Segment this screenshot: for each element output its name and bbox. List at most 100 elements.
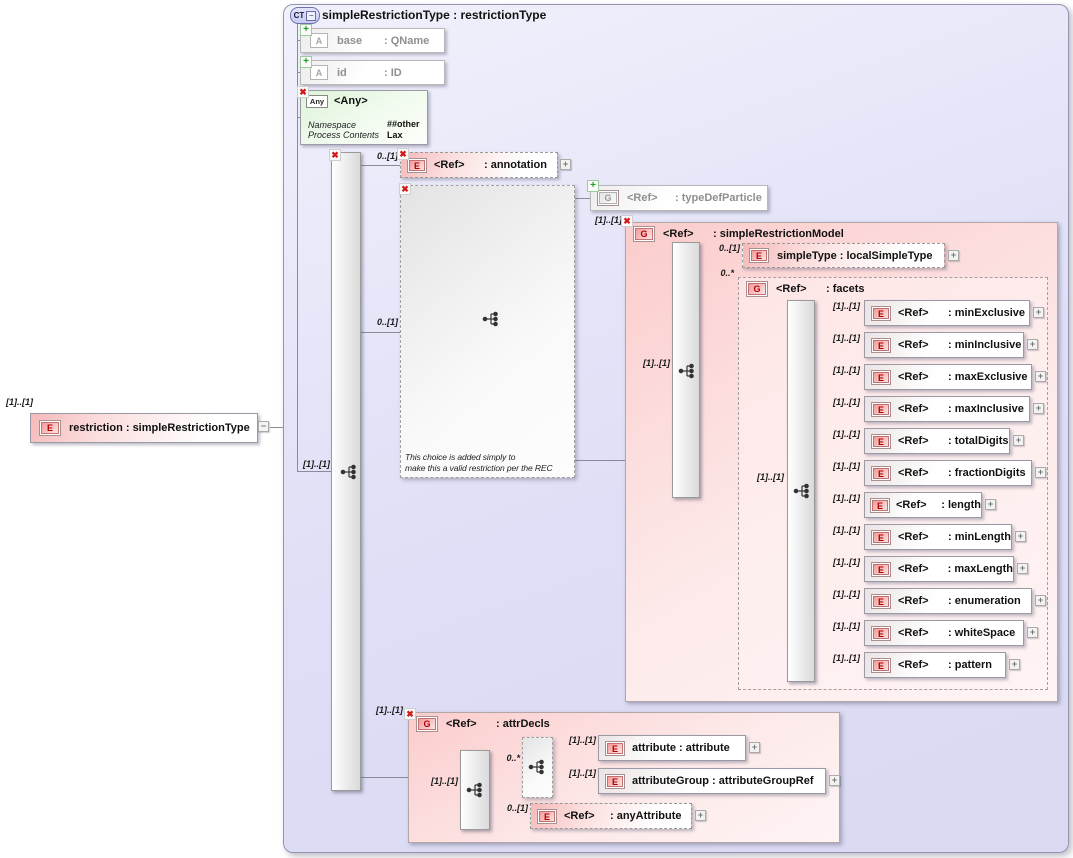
element-attribute[interactable]: E attribute : attribute (598, 735, 746, 761)
attribute-name: base (337, 35, 384, 47)
delete-icon[interactable]: ✖ (329, 149, 341, 161)
attrDecls-choice-cardinality: 0..* (490, 753, 520, 763)
ref-label: <Ref> (898, 307, 948, 319)
delete-icon[interactable]: ✖ (297, 86, 309, 98)
model-cardinality: [1]..[1] (560, 215, 622, 225)
element-maxExclusive[interactable]: E <Ref> : maxExclusive (864, 364, 1032, 390)
anyAttribute-cardinality: 0..[1] (488, 803, 528, 813)
group-typeDefParticle[interactable]: G <Ref> : typeDefParticle (590, 185, 768, 211)
element-minLength[interactable]: E <Ref> : minLength (864, 524, 1012, 550)
expand-icon[interactable]: + (1017, 563, 1028, 574)
facet-type: : minExclusive (948, 307, 1025, 319)
element-icon: E (537, 809, 557, 824)
ref-label: <Ref> (896, 499, 941, 511)
element-anyAttribute[interactable]: E <Ref> : anyAttribute (530, 803, 692, 829)
element-minExclusive[interactable]: E <Ref> : minExclusive (864, 300, 1030, 326)
facet-cardinality: [1]..[1] (814, 365, 860, 375)
element-minInclusive[interactable]: E <Ref> : minInclusive (864, 332, 1024, 358)
ref-label: <Ref> (446, 718, 496, 730)
expand-icon[interactable]: + (1013, 435, 1024, 446)
any-icon: Any (306, 95, 328, 108)
element-icon: E (871, 434, 891, 449)
element-icon: E (749, 248, 769, 263)
element-icon: E (871, 338, 891, 353)
group-icon: G (633, 226, 655, 242)
attribute-cardinality: [1]..[1] (556, 735, 596, 745)
attrDecls-header: G <Ref> : attrDecls (416, 716, 550, 732)
facet-type: : whiteSpace (948, 627, 1015, 639)
element-pattern[interactable]: E <Ref> : pattern (864, 652, 1006, 678)
add-icon[interactable]: + (300, 24, 312, 36)
expand-icon[interactable]: + (749, 742, 760, 753)
connector-line (361, 165, 400, 166)
expand-icon[interactable]: + (1027, 627, 1038, 638)
expand-icon[interactable]: + (1009, 659, 1020, 670)
expand-icon[interactable]: + (1015, 531, 1026, 542)
element-icon: E (605, 741, 625, 756)
expand-icon[interactable]: + (695, 810, 706, 821)
element-annotation[interactable]: E <Ref> : annotation (400, 152, 558, 178)
expand-icon[interactable]: + (829, 775, 840, 786)
element-restriction[interactable]: E restriction : simpleRestrictionType (30, 413, 258, 443)
attributeGroup-cardinality: [1]..[1] (556, 768, 596, 778)
choice-note-line1: This choice is added simply to (405, 452, 515, 462)
choice-icon (482, 310, 500, 328)
facet-cardinality: [1]..[1] (814, 301, 860, 311)
ref-label: <Ref> (898, 659, 948, 671)
delete-icon[interactable]: ✖ (404, 708, 416, 720)
sequence-icon (678, 362, 696, 380)
annotation-type: : annotation (484, 159, 547, 171)
collapse-icon[interactable]: − (258, 421, 269, 432)
facet-type: : minLength (948, 531, 1011, 543)
facet-cardinality: [1]..[1] (814, 397, 860, 407)
element-fractionDigits[interactable]: E <Ref> : fractionDigits (864, 460, 1032, 486)
attrDecls-sequence-cardinality: [1]..[1] (418, 776, 458, 786)
annotation-cardinality: 0..[1] (360, 151, 398, 161)
expand-icon[interactable]: + (1033, 403, 1044, 414)
sequence-icon (466, 781, 484, 799)
expand-icon[interactable]: + (1033, 307, 1044, 318)
group-icon: G (416, 716, 438, 732)
delete-icon[interactable]: ✖ (397, 148, 409, 160)
expand-icon[interactable]: + (560, 159, 571, 170)
add-icon[interactable]: + (300, 56, 312, 68)
ref-label: <Ref> (898, 595, 948, 607)
facets-choice-cardinality: [1]..[1] (740, 472, 784, 482)
expand-icon[interactable]: + (948, 250, 959, 261)
diagram-title: simpleRestrictionType : restrictionType (322, 8, 546, 22)
add-icon[interactable]: + (587, 180, 599, 192)
element-enumeration[interactable]: E <Ref> : enumeration (864, 588, 1032, 614)
element-icon: E (871, 530, 891, 545)
source-cardinality: [1]..[1] (6, 397, 33, 407)
element-length[interactable]: E <Ref> : length (864, 492, 982, 518)
connector-line (270, 427, 283, 428)
expand-icon[interactable]: + (1035, 595, 1046, 606)
model-header: G <Ref> : simpleRestrictionModel (633, 226, 844, 242)
attribute-name: id (337, 67, 384, 79)
delete-icon[interactable]: ✖ (621, 215, 633, 227)
connector-line (297, 471, 331, 472)
ref-label: <Ref> (434, 159, 484, 171)
facet-cardinality: [1]..[1] (814, 493, 860, 503)
anyAttribute-type: : anyAttribute (610, 810, 682, 822)
delete-icon[interactable]: ✖ (399, 183, 411, 195)
element-icon: E (871, 466, 891, 481)
expand-icon[interactable]: + (1035, 371, 1046, 382)
element-attributeGroup[interactable]: E attributeGroup : attributeGroupRef (598, 768, 826, 794)
connector-line (575, 460, 625, 461)
element-maxLength[interactable]: E <Ref> : maxLength (864, 556, 1014, 582)
element-whiteSpace[interactable]: E <Ref> : whiteSpace (864, 620, 1024, 646)
element-simpleType[interactable]: E simpleType : localSimpleType (742, 243, 945, 268)
attrDecls-type: : attrDecls (496, 718, 550, 730)
facet-cardinality: [1]..[1] (814, 461, 860, 471)
element-icon: E (39, 420, 61, 436)
element-totalDigits[interactable]: E <Ref> : totalDigits (864, 428, 1010, 454)
attribute-base[interactable]: A base : QName (300, 28, 445, 53)
element-maxInclusive[interactable]: E <Ref> : maxInclusive (864, 396, 1030, 422)
expand-icon[interactable]: + (985, 499, 996, 510)
expand-icon[interactable]: + (1027, 339, 1038, 350)
attribute-id[interactable]: A id : ID (300, 60, 445, 85)
attribute-label: attribute : attribute (632, 742, 730, 754)
facet-type: : pattern (948, 659, 992, 671)
expand-icon[interactable]: + (1035, 467, 1046, 478)
